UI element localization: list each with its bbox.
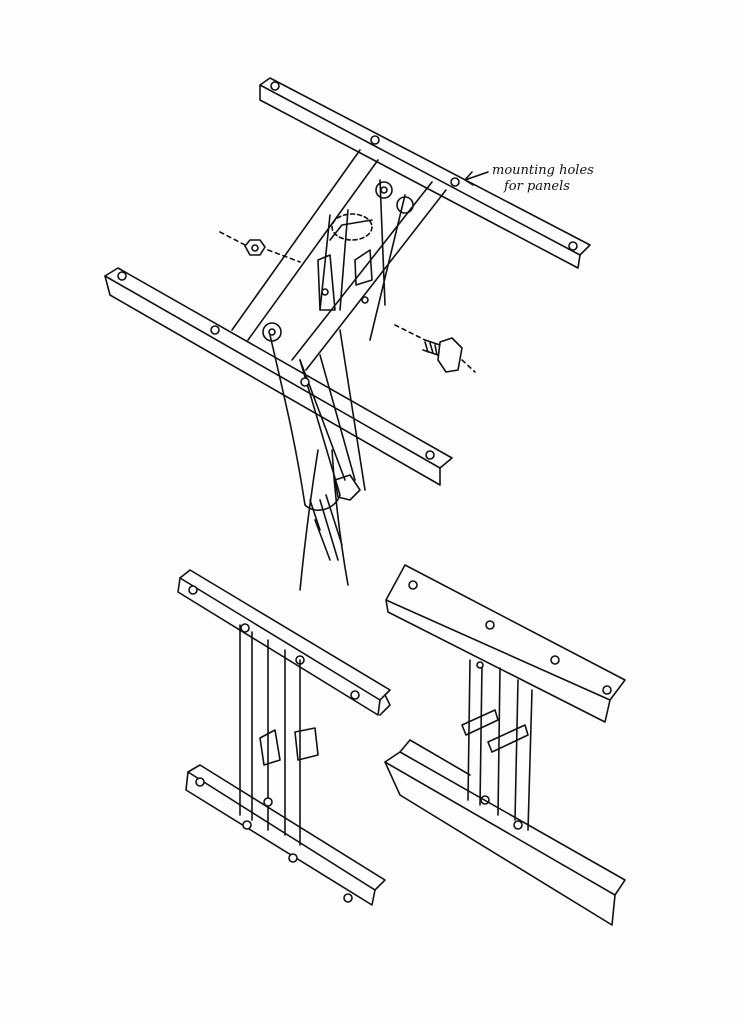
annotation-line-1: mounting holes — [492, 163, 594, 178]
support-post — [299, 449, 349, 591]
bracket-right — [384, 564, 626, 926]
annotation-arrow-icon — [464, 171, 489, 186]
diagonal-rails — [231, 149, 447, 511]
nut-icon — [219, 231, 301, 263]
annotation-mounting-holes: mounting holes for panels — [492, 163, 602, 195]
lower-crossbar — [104, 267, 453, 486]
upper-crossbar — [259, 77, 591, 269]
bracket-left — [177, 569, 391, 906]
bolt-icon — [394, 324, 476, 373]
annotation-line-2: for panels — [504, 179, 570, 194]
